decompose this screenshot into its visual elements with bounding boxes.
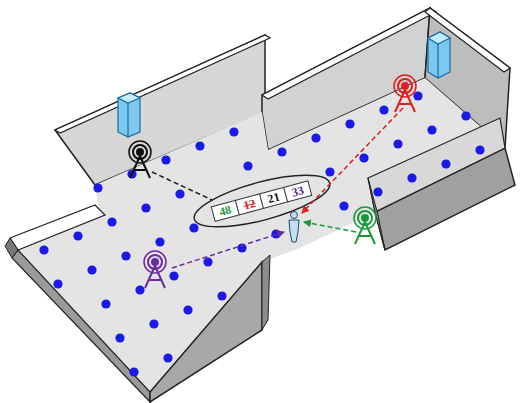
reference-point [115,333,124,342]
reference-point [243,161,252,170]
access-point [129,141,151,178]
access-point [144,251,166,288]
reference-point [121,251,130,260]
reference-point [149,319,158,328]
reference-point [135,285,144,294]
reference-point [407,173,416,182]
reference-point [379,105,388,114]
reference-point [359,153,368,162]
reference-point [101,299,110,308]
reference-point [325,167,334,176]
reference-point [413,91,422,100]
reference-point [73,231,82,240]
reference-point [475,145,484,154]
reference-point [195,141,204,150]
reference-point [87,265,96,274]
access-point [394,75,416,112]
reference-point [229,127,238,136]
reference-point [155,237,164,246]
reference-point [169,271,178,280]
reference-point [441,159,450,168]
reference-point [175,189,184,198]
reference-point [183,305,192,314]
reference-point [93,183,102,192]
reference-point [217,291,226,300]
reference-point [107,217,116,226]
access-point [354,207,376,244]
reference-point [189,223,198,232]
reference-point [393,139,402,148]
reference-point [311,133,320,142]
reference-point [461,111,470,120]
reference-point [161,155,170,164]
reference-point [39,245,48,254]
reference-point [129,367,138,376]
user-figure [289,212,299,243]
reference-point [339,201,348,210]
reference-point [427,125,436,134]
reference-point [203,257,212,266]
reference-point [373,187,382,196]
reference-point [141,203,150,212]
reference-point [53,279,62,288]
reference-point [345,119,354,128]
reference-point [277,147,286,156]
reference-point [163,353,172,362]
